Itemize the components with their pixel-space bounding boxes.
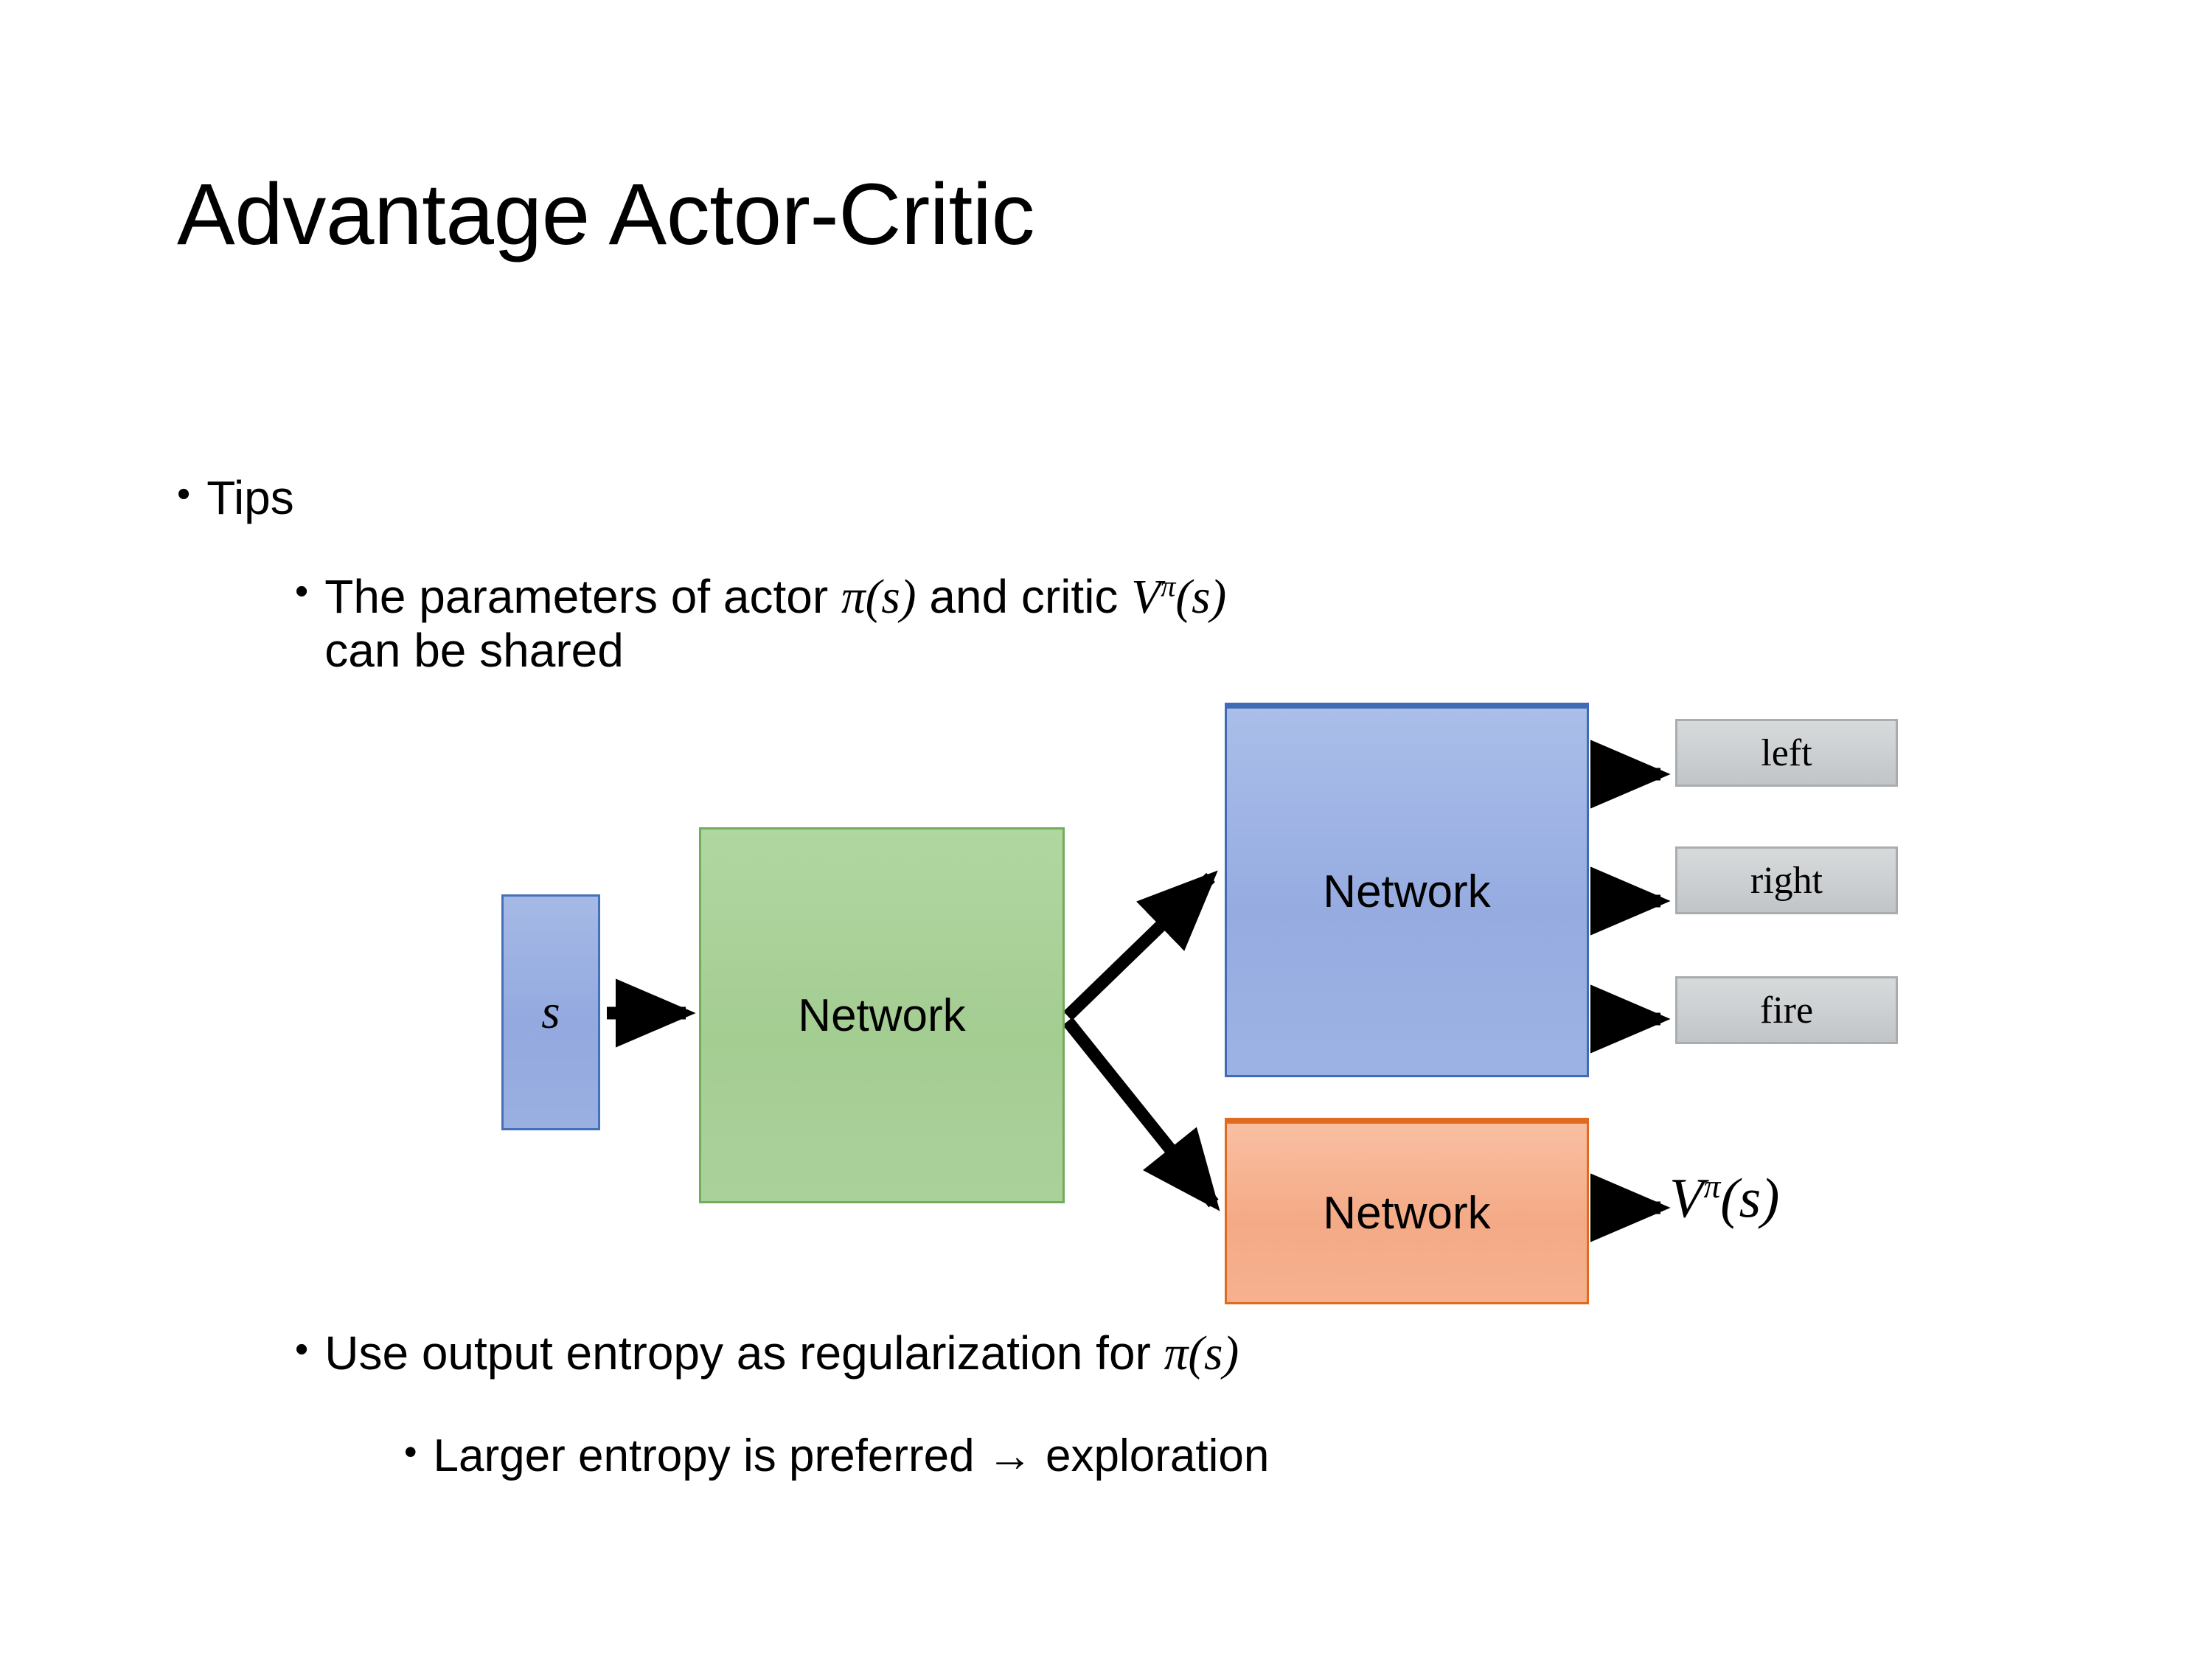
pi-of-s-symbol: π(s) — [1164, 1327, 1239, 1380]
bullet-larger-entropy: • Larger entropy is preferred → explorat… — [404, 1430, 1269, 1481]
shared-network-box: Network — [699, 827, 1065, 1203]
action-output-right: right — [1675, 846, 1898, 914]
bullet-marker-icon: • — [295, 570, 309, 613]
value-argument: (s) — [1720, 1167, 1780, 1230]
action-output-fire: fire — [1675, 976, 1898, 1044]
bullet-marker-icon: • — [177, 473, 191, 515]
bullet-marker-icon: • — [404, 1431, 417, 1472]
value-v-symbol: V — [1669, 1167, 1704, 1230]
v-pi-of-s-symbol: Vπ(s) — [1131, 569, 1227, 624]
bullet-shared-parameters-label: The parameters of actor π(s) and critic … — [324, 569, 1226, 678]
bullet-tips-label: Tips — [206, 471, 294, 524]
critic-network-label: Network — [1323, 1187, 1491, 1239]
action-output-right-label: right — [1750, 859, 1823, 902]
state-label: s — [541, 985, 560, 1039]
actor-network-label: Network — [1323, 866, 1491, 917]
action-output-left-label: left — [1761, 731, 1812, 774]
pi-of-s-symbol: π(s) — [841, 570, 917, 624]
params-text-after: can be shared — [324, 623, 624, 677]
shared-network-label: Network — [798, 990, 966, 1041]
entropy-text-before: Use output entropy as regularization for — [324, 1326, 1164, 1380]
state-input-box: s — [501, 894, 600, 1130]
value-function-output-label: Vπ(s) — [1669, 1166, 1779, 1231]
bullet-tips: • Tips — [177, 471, 294, 525]
critic-network-box: Network — [1225, 1118, 1589, 1304]
value-superscript-pi: π — [1703, 1167, 1721, 1205]
params-text-middle: and critic — [916, 569, 1132, 623]
bullet-marker-icon: • — [295, 1328, 309, 1371]
action-output-fire-label: fire — [1759, 989, 1814, 1032]
action-output-left: left — [1675, 719, 1898, 787]
bullet-output-entropy: • Use output entropy as regularization f… — [295, 1326, 1239, 1381]
arrow-shared-to-actor — [1063, 870, 1218, 1021]
v-argument: (s) — [1175, 570, 1227, 624]
page-title: Advantage Actor-Critic — [177, 166, 1034, 263]
bullet-larger-entropy-label: Larger entropy is preferred → exploratio… — [433, 1430, 1270, 1481]
actor-network-box: Network — [1225, 703, 1589, 1077]
v-superscript-pi: π — [1161, 569, 1176, 602]
arrow-shared-to-critic — [1062, 1017, 1220, 1211]
v-symbol: V — [1131, 570, 1161, 624]
bullet-output-entropy-label: Use output entropy as regularization for… — [324, 1326, 1239, 1381]
bullet-shared-parameters: • The parameters of actor π(s) and criti… — [295, 569, 1226, 678]
params-text-before: The parameters of actor — [324, 569, 841, 623]
